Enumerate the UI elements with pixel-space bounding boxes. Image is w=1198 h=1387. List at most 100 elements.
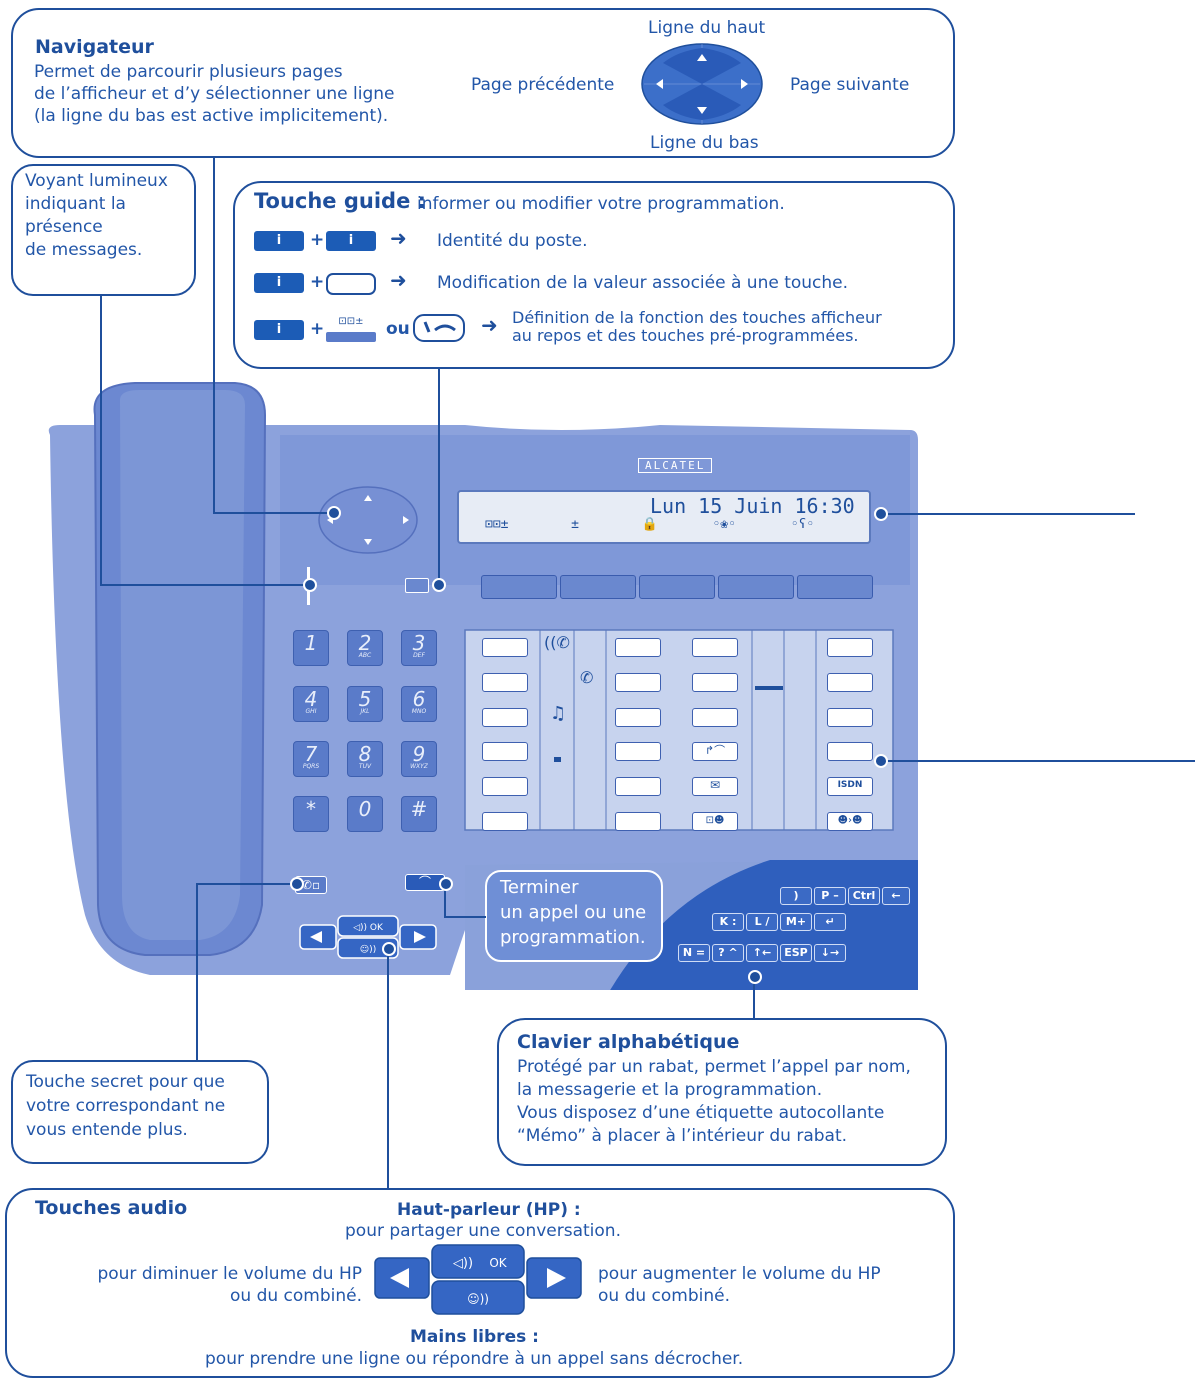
voyant-line-2: indiquant la bbox=[25, 194, 126, 214]
led-mark bbox=[755, 686, 783, 690]
nav-label-top: Ligne du haut bbox=[648, 18, 766, 38]
nav-label-next: Page suivante bbox=[790, 75, 910, 95]
connector-line bbox=[213, 512, 333, 514]
secret-line-3: vous entende plus. bbox=[26, 1120, 188, 1140]
alpha-key[interactable]: P – bbox=[814, 887, 846, 905]
clavier-title: Clavier alphabétique bbox=[517, 1031, 740, 1053]
keypad-key-hash[interactable]: # bbox=[401, 796, 437, 832]
alpha-key[interactable]: ) bbox=[780, 887, 812, 905]
softkey-3[interactable] bbox=[639, 575, 715, 599]
alpha-key[interactable]: ↑← bbox=[746, 944, 778, 962]
prog-key[interactable] bbox=[615, 812, 661, 831]
blank-key-icon bbox=[326, 273, 376, 295]
alpha-key[interactable]: Ctrl bbox=[848, 887, 880, 905]
preprogrammed-key[interactable]: ↱⌒ bbox=[692, 742, 738, 761]
softkey-2[interactable] bbox=[560, 575, 636, 599]
guide-subtitle: informer ou modifier votre programmation… bbox=[417, 194, 785, 214]
prog-key[interactable] bbox=[827, 673, 873, 692]
guide-key-icon: i bbox=[254, 231, 304, 251]
alpha-key[interactable]: N = bbox=[678, 944, 710, 962]
plus-sign: + bbox=[310, 230, 325, 250]
prog-key[interactable] bbox=[615, 673, 661, 692]
prog-key[interactable] bbox=[827, 638, 873, 657]
plus-sign: + bbox=[310, 272, 325, 292]
navigateur-text-1: Permet de parcourir plusieurs pages bbox=[34, 62, 343, 82]
connector-line bbox=[444, 916, 486, 918]
voyant-callout bbox=[11, 164, 196, 296]
prog-key[interactable] bbox=[827, 708, 873, 727]
audio-title: Touches audio bbox=[35, 1197, 188, 1219]
softkey-1[interactable] bbox=[481, 575, 557, 599]
nav-label-prev: Page précédente bbox=[471, 75, 615, 95]
alpha-key[interactable]: ↵ bbox=[814, 913, 846, 931]
audio-keys-icon: ◁)) OK ☺)) bbox=[374, 1244, 582, 1315]
prog-key[interactable] bbox=[482, 742, 528, 761]
isdn-key[interactable]: ISDN bbox=[827, 777, 873, 796]
prog-key[interactable] bbox=[482, 638, 528, 657]
prog-key[interactable] bbox=[615, 742, 661, 761]
handset-icon: ✆ bbox=[580, 668, 594, 687]
guide-title: Touche guide : bbox=[254, 189, 427, 213]
svg-text:◁)) OK: ◁)) OK bbox=[353, 923, 384, 933]
terminer-callout bbox=[485, 870, 663, 962]
guide-key-icon: i bbox=[254, 273, 304, 293]
softkey-5[interactable] bbox=[797, 575, 873, 599]
prog-key[interactable] bbox=[482, 708, 528, 727]
guide-row3-line2: au repos et des touches pré-programmées. bbox=[512, 326, 859, 345]
connector-dot bbox=[748, 970, 762, 984]
prog-key[interactable] bbox=[615, 708, 661, 727]
prog-key[interactable] bbox=[827, 742, 873, 761]
svg-text:☺)): ☺)) bbox=[360, 944, 376, 955]
connector-line bbox=[880, 513, 1135, 515]
svg-text:☺)): ☺)) bbox=[467, 1292, 489, 1306]
softkey-4[interactable] bbox=[718, 575, 794, 599]
connector-line bbox=[387, 948, 389, 1188]
prog-key[interactable] bbox=[482, 777, 528, 796]
connector-dot bbox=[327, 506, 341, 520]
phone-audio-keys-icon: ◁)) OK ☺)) bbox=[299, 915, 437, 959]
connector-dot bbox=[874, 507, 888, 521]
prog-key[interactable] bbox=[692, 708, 738, 727]
hp-text: pour partager une conversation. bbox=[345, 1221, 621, 1241]
lcd-display bbox=[457, 490, 871, 544]
keypad-key-star[interactable]: * bbox=[293, 796, 329, 832]
alpha-key[interactable]: ← bbox=[882, 887, 910, 905]
prog-key[interactable] bbox=[482, 673, 528, 692]
prog-key[interactable] bbox=[482, 812, 528, 831]
alpha-key[interactable]: ↓→ bbox=[814, 944, 846, 962]
connector-line bbox=[438, 369, 440, 583]
phone-navigator-icon bbox=[318, 486, 418, 554]
alpha-key[interactable]: M+ bbox=[780, 913, 812, 931]
alpha-key[interactable]: ESP bbox=[780, 944, 812, 962]
alpha-key[interactable]: L / bbox=[746, 913, 778, 931]
lcd-date-time: Lun 15 Juin 16:30 bbox=[650, 494, 855, 518]
guide-button[interactable] bbox=[405, 578, 429, 593]
conference-key[interactable]: ☻›☻ bbox=[827, 812, 873, 831]
lcd-icon-row: ⊡⊡± ± 🔒 ◦❀◦ ◦ʕ◦ bbox=[485, 517, 815, 532]
alpha-key[interactable]: K : bbox=[712, 913, 744, 931]
alpha-key[interactable]: ? ^ bbox=[712, 944, 744, 962]
music-icon: ♫ bbox=[550, 703, 567, 724]
secret-line-1: Touche secret pour que bbox=[26, 1072, 225, 1092]
directory-key[interactable]: ⊡☻ bbox=[692, 812, 738, 831]
guide-key-icon: i bbox=[254, 320, 304, 340]
keypad-key-1[interactable]: 1 bbox=[293, 630, 329, 666]
connector-dot bbox=[290, 877, 304, 891]
plus-sign: + bbox=[310, 319, 325, 339]
voyant-line-1: Voyant lumineux bbox=[25, 171, 168, 191]
prog-key[interactable] bbox=[692, 638, 738, 657]
voyant-line-4: de messages. bbox=[25, 240, 143, 260]
prog-key[interactable] bbox=[615, 777, 661, 796]
keypad-key-0[interactable]: 0 bbox=[347, 796, 383, 832]
prog-key[interactable] bbox=[692, 673, 738, 692]
prog-key[interactable] bbox=[615, 638, 661, 657]
message-key[interactable]: ✉ bbox=[692, 777, 738, 796]
